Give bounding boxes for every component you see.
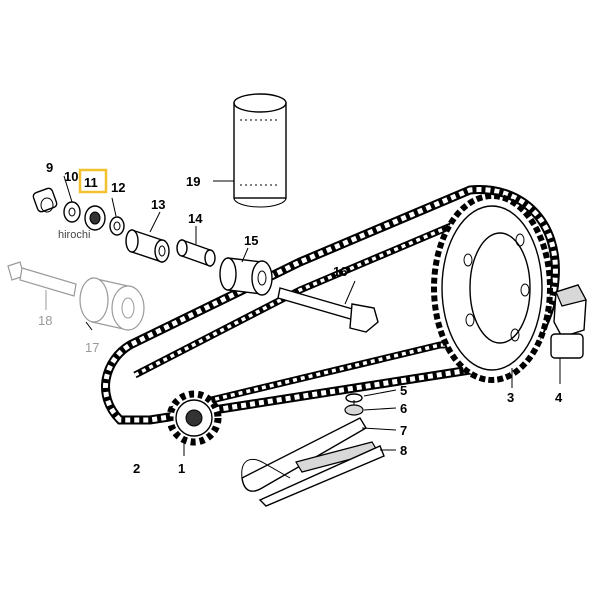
part-15-bush bbox=[219, 257, 273, 296]
callout-11: 11 bbox=[84, 175, 98, 190]
callout-9: 9 bbox=[46, 160, 53, 175]
part-14-spacer bbox=[176, 239, 216, 267]
callout-15: 15 bbox=[244, 233, 258, 248]
part-19-sleeve bbox=[213, 93, 287, 208]
part-3-rear-sprocket bbox=[431, 193, 553, 388]
part-5-screw bbox=[345, 393, 363, 412]
callout-12: 12 bbox=[111, 180, 125, 195]
leader-lines bbox=[63, 175, 397, 451]
callout-16: 16 bbox=[333, 264, 347, 279]
highlight-box bbox=[78, 168, 108, 194]
callout-4: 4 bbox=[555, 390, 563, 405]
part-8-guide-rail bbox=[258, 441, 385, 507]
part-11-bearing bbox=[84, 205, 106, 231]
part-16-bolt bbox=[277, 280, 379, 333]
part-13-tube bbox=[125, 229, 170, 263]
part-4-damper-block bbox=[550, 284, 587, 384]
callout-2: 2 bbox=[133, 461, 140, 476]
callout-5: 5 bbox=[400, 383, 407, 398]
callout-18: 18 bbox=[38, 313, 52, 328]
callout-10: 10 bbox=[64, 169, 78, 184]
callout-14: 14 bbox=[188, 211, 203, 226]
callout-13: 13 bbox=[151, 197, 165, 212]
part-9-spacer bbox=[32, 187, 58, 213]
callout-17: 17 bbox=[85, 340, 99, 355]
callout-7: 7 bbox=[400, 423, 407, 438]
part-1-front-sprocket bbox=[166, 390, 222, 456]
part-10-washer bbox=[63, 201, 81, 223]
callout-19: 19 bbox=[186, 174, 200, 189]
callout-8: 8 bbox=[400, 443, 407, 458]
part-17-roller bbox=[79, 277, 145, 331]
part-18-axle-bolt bbox=[7, 261, 77, 310]
callout-6: 6 bbox=[400, 401, 407, 416]
callout-1: 1 bbox=[178, 461, 185, 476]
watermark-text: hirochi bbox=[58, 229, 90, 241]
part-7-chain-guide bbox=[241, 417, 367, 492]
callout-3: 3 bbox=[507, 390, 514, 405]
part-6-washer bbox=[344, 404, 364, 416]
part-12-ring bbox=[109, 216, 125, 236]
